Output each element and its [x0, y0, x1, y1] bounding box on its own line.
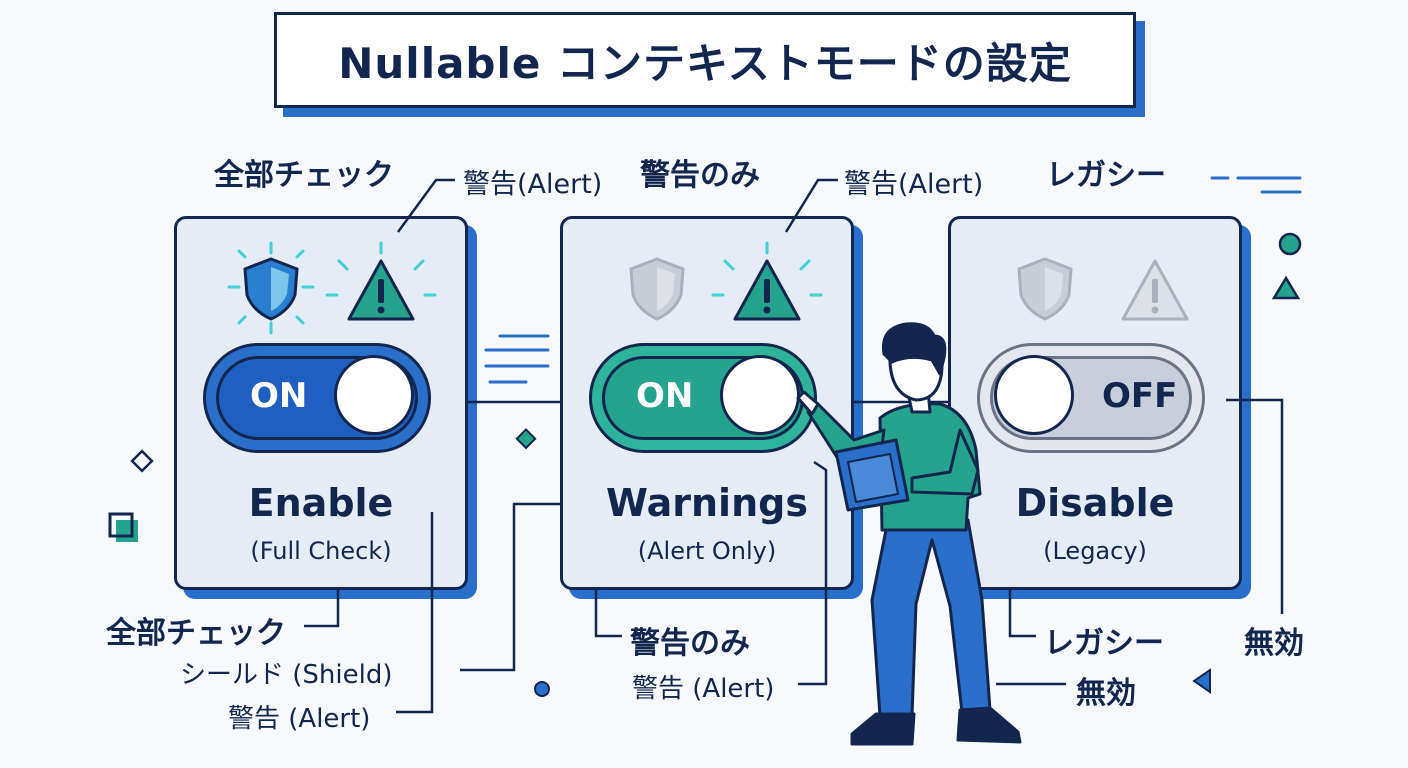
warnings-bottom-label-2: 警告 (Alert)	[632, 674, 775, 704]
title-box: Nullable コンテキストモードの設定	[274, 12, 1136, 108]
enable-leader-1	[304, 588, 340, 628]
diamond-decoration	[130, 449, 154, 473]
enable-toggle-state: ON	[250, 376, 308, 416]
disable-toggle-state: OFF	[1102, 376, 1178, 416]
disable-leader-1	[1008, 588, 1036, 638]
dash-lines	[1210, 176, 1302, 194]
enable-toggle[interactable]: ON	[203, 343, 431, 453]
warnings-leader-1	[594, 588, 622, 638]
warnings-callout-label: 警告(Alert)	[844, 169, 984, 200]
shield-icon	[227, 241, 315, 335]
warnings-toggle[interactable]: ON	[589, 343, 817, 453]
disable-side-label: 無効	[1244, 626, 1304, 661]
toggle-knob[interactable]	[334, 355, 414, 435]
enable-subtitle: (Full Check)	[250, 537, 392, 565]
disable-subtitle: (Legacy)	[1043, 537, 1147, 565]
enable-callout-leader	[396, 178, 455, 233]
toggle-knob[interactable]	[994, 355, 1074, 435]
disable-title: Disable	[1015, 481, 1175, 525]
triangle-decoration	[1271, 275, 1301, 300]
shield-alert-icons-active	[227, 241, 437, 335]
warnings-toggle-state: ON	[636, 376, 694, 416]
enable-title: Enable	[248, 481, 394, 525]
alert-triangle-icon-inactive	[1121, 259, 1189, 321]
shield-icon-inactive	[629, 257, 685, 321]
disable-bottom-label-1: レガシー	[1044, 626, 1164, 661]
warnings-callout-leader	[784, 178, 838, 233]
enable-bottom-label-2: シールド (Shield)	[180, 660, 393, 690]
alert-triangle-icon	[711, 241, 823, 321]
square-decoration	[108, 512, 134, 538]
enable-leader-2	[396, 512, 434, 714]
enable-leader-3	[460, 502, 560, 672]
enable-bottom-label-3: 警告 (Alert)	[228, 704, 371, 734]
disable-bottom-label-2: 無効	[1076, 676, 1136, 711]
page-title: Nullable コンテキストモードの設定	[338, 38, 1072, 88]
disable-side-leader	[1226, 398, 1284, 614]
toggle-knob[interactable]	[720, 355, 800, 435]
circle-decoration	[534, 681, 550, 697]
disable-toggle[interactable]: OFF	[977, 343, 1205, 453]
alert-triangle-icon	[325, 241, 437, 321]
enable-card: ON Enable (Full Check)	[174, 216, 468, 590]
circle-decoration	[1278, 232, 1302, 256]
disable-card: OFF Disable (Legacy)	[948, 216, 1242, 590]
warnings-title: Warnings	[606, 481, 808, 525]
square-decoration	[116, 520, 138, 542]
enable-heading-label: 全部チェック	[214, 158, 394, 193]
shield-alert-icons-inactive	[1017, 257, 1189, 321]
warnings-subtitle: (Alert Only)	[637, 537, 777, 565]
enable-bottom-label-1: 全部チェック	[106, 616, 286, 651]
warnings-bottom-label-1: 警告のみ	[630, 626, 750, 661]
diamond-decoration	[515, 428, 537, 450]
disable-heading-label: レガシー	[1046, 158, 1166, 193]
warnings-leader-2	[798, 460, 828, 686]
motion-lines	[484, 334, 550, 384]
person-illustration	[796, 322, 1022, 746]
shield-icon-inactive	[1017, 257, 1073, 321]
warnings-heading-label: 警告のみ	[640, 158, 760, 193]
enable-callout-label: 警告(Alert)	[463, 169, 603, 200]
shield-alert-icons-warnings	[629, 241, 823, 321]
triangle-decoration	[1192, 668, 1211, 694]
